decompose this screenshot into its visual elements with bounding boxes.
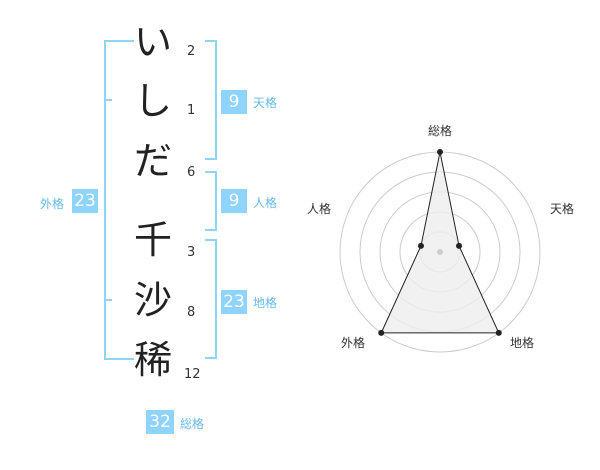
radar-label-tenkaku: 天格 — [550, 202, 575, 216]
radar-ring — [399, 211, 481, 293]
radar-label-chikaku: 地格 — [510, 336, 535, 350]
soukaku-badge: 32 — [146, 410, 174, 434]
radar-ring — [339, 151, 541, 353]
stroke-count: 1 — [187, 103, 196, 118]
stroke-count: 3 — [187, 245, 196, 260]
stroke-count: 12 — [184, 367, 201, 382]
tenkaku-badge: 9 — [221, 90, 247, 114]
chikaku-bracket — [205, 239, 217, 359]
radar-ring — [379, 191, 501, 313]
radar-point — [495, 329, 502, 336]
radar-label-gaikaku: 外格 — [341, 336, 366, 350]
gaikaku-label: 外格 — [40, 197, 65, 211]
radar-center-dot — [437, 249, 443, 255]
name-char: 沙 — [133, 278, 172, 322]
radar-label-soukaku: 総格 — [428, 124, 453, 138]
radar-ring — [359, 171, 521, 333]
name-char: だ — [133, 139, 172, 183]
radar-point — [437, 149, 443, 155]
gaikaku-bracket-tick — [104, 299, 112, 301]
name-char: い — [133, 20, 172, 64]
radar-point — [456, 242, 463, 249]
radar-label-jinkaku: 人格 — [307, 202, 332, 216]
chikaku-label: 地格 — [253, 296, 278, 310]
gaikaku-bracket-tick — [104, 99, 112, 101]
gaikaku-bracket — [104, 40, 134, 360]
stroke-count: 2 — [187, 44, 196, 59]
radar-series-area — [380, 151, 500, 334]
name-char: 千 — [133, 218, 172, 262]
gaikaku-badge: 23 — [72, 189, 98, 213]
radar-ring — [419, 231, 461, 273]
radar-point — [378, 329, 385, 336]
stroke-count: 8 — [187, 305, 196, 320]
name-char: し — [133, 79, 172, 123]
jinkaku-badge: 9 — [221, 189, 247, 213]
radar-point — [417, 242, 424, 249]
chikaku-badge: 23 — [221, 290, 247, 314]
name-char: 稀 — [133, 338, 172, 382]
stroke-count: 6 — [187, 165, 196, 180]
soukaku-label: 総格 — [180, 417, 205, 431]
jinkaku-label: 人格 — [253, 196, 278, 210]
tenkaku-bracket — [205, 40, 217, 160]
tenkaku-label: 天格 — [253, 96, 278, 110]
jinkaku-bracket — [205, 171, 217, 231]
